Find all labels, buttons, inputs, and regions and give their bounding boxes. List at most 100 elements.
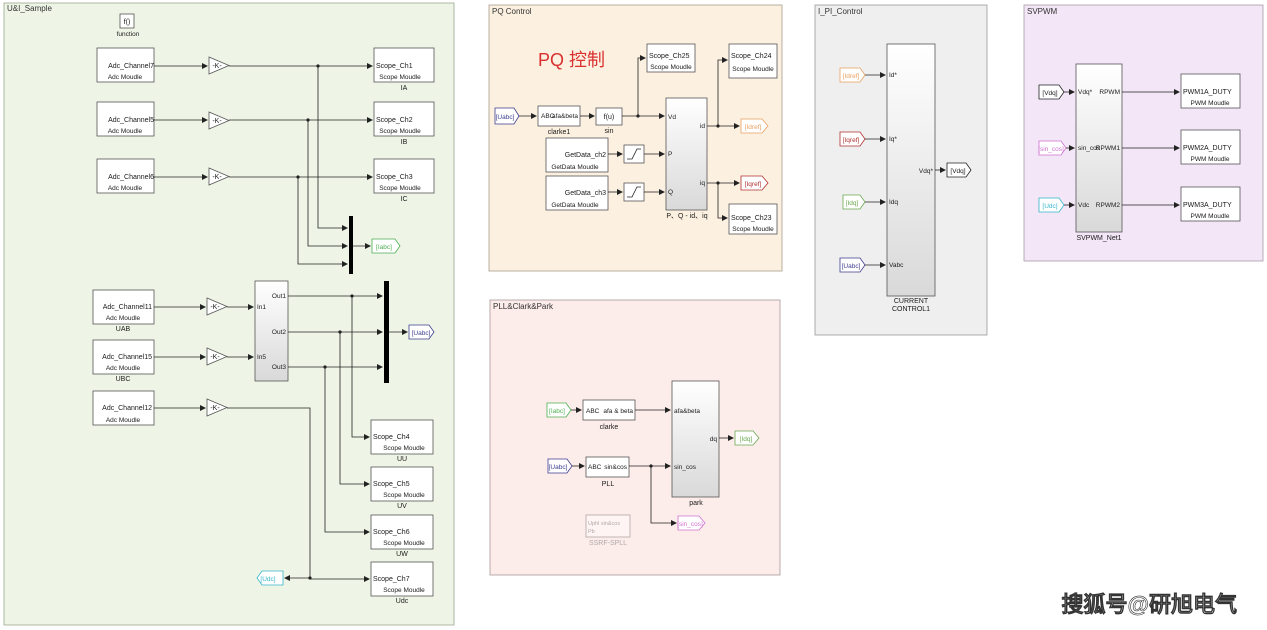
scope-ch2[interactable]: Scope_Ch2 Scope Moudle IB [373, 101, 435, 146]
pll-block[interactable]: ABC sin&cos PLL [585, 456, 630, 488]
pwm-name: PWM2A_DUTY [1183, 145, 1232, 152]
gain-uab[interactable]: -K- [206, 297, 229, 316]
pq-tag-idref-text: [Idref] [745, 124, 762, 131]
pq-clarke1[interactable]: ABC afa&beta clarke1 [537, 105, 581, 136]
scope-ch4[interactable]: Scope_Ch4 Scope Moudle UU [370, 419, 434, 463]
pll-tag-idq-shape [734, 430, 760, 446]
tag-uabc-text: [Uabc] [412, 330, 431, 337]
cc-port-vabc: Vabc [889, 262, 904, 269]
ssrf-spll-block[interactable]: Uphl sin&cos Pb SSRF-SPLL [585, 514, 631, 547]
svpwm-out-rpwm: RPWM [1099, 89, 1120, 96]
port-out1: Out1 [272, 293, 286, 300]
gain-label: -K- [212, 174, 222, 181]
pll-tag-iabc-from[interactable]: [Iabc] [546, 402, 572, 418]
pll-block-box [585, 456, 630, 478]
pll-tag-idq-goto[interactable]: [Idq] [734, 430, 760, 446]
pq-port-q: Q [668, 189, 673, 196]
scope-ch3[interactable]: Scope_Ch3 Scope Moudle IC [373, 158, 435, 203]
pq-fcn-sin[interactable]: f(u) sin [595, 107, 623, 135]
svpwm-net-block[interactable]: Vdq* sin_cos Vdc RPWM RPWM1 RPWM2 SVPWM_… [1075, 63, 1123, 242]
pwm2a-duty[interactable]: PWM2A_DUTY PWM Moudle [1180, 129, 1241, 165]
saturation-box [623, 144, 645, 164]
area-ipi-title: I_PI_Control [818, 7, 863, 16]
gain-ubc[interactable]: -K- [206, 347, 229, 366]
scope-type: Scope Moudle [383, 587, 425, 594]
gain-udc[interactable]: -K- [206, 398, 229, 417]
ipi-tag-shape [839, 67, 866, 83]
scope-type: Scope Moudle [732, 66, 774, 73]
current-control-block[interactable]: Id* Iq* Idq Vabc Vdq* CURRENT CONTROL1 [886, 43, 936, 313]
adc-block-ch15[interactable]: Adc_Channel15 Adc Moudle UBC [92, 339, 155, 383]
pq-getdata-ch2[interactable]: GetData_ch2 GetData Moudle [545, 137, 609, 173]
scope-name: Scope_Ch3 [376, 174, 413, 181]
svpwm-tag-udc-from[interactable]: [Udc] [1038, 197, 1065, 213]
svpwm-tag-shape [1038, 84, 1065, 100]
watermark-text: 搜狐号@研旭电气 [1062, 592, 1237, 617]
pq-calc-caption: P、Q - id、iq [666, 213, 707, 220]
pq-getdata-ch3[interactable]: GetData_ch3 GetData Moudle [545, 175, 609, 211]
scope-ch5[interactable]: Scope_Ch5 Scope Moudle UV [370, 466, 434, 510]
ipi-tag-iqref-from[interactable]: [Iqref] [839, 131, 866, 147]
gain-ib[interactable]: -K- [208, 111, 231, 130]
pq-scope-ch24[interactable]: Scope_Ch24 Scope Moudle [728, 43, 778, 79]
gain-triangle [208, 56, 231, 75]
tag-iabc-goto[interactable]: [Iabc] [371, 238, 401, 254]
adc-block-ch7[interactable]: Adc_Channel7 Adc Moudle [96, 47, 155, 83]
tag-udc-goto[interactable]: [Udc] [256, 570, 284, 586]
ssrf-line1: Uphl sin&cos [588, 521, 620, 527]
gain-triangle [206, 297, 229, 316]
pq-tag-uabc-from[interactable]: [Uabc] [494, 107, 520, 125]
ipi-tag-shape [839, 131, 866, 147]
pq-saturation-p[interactable] [623, 144, 645, 164]
scope-ch7[interactable]: Scope_Ch7 Scope Moudle Udc [370, 561, 434, 605]
park-block[interactable]: afa&beta sin_cos dq park [671, 380, 720, 507]
tag-uabc-goto[interactable]: [Uabc] [408, 324, 435, 340]
saturation-icon [627, 186, 641, 198]
scope-caption: Udc [396, 598, 409, 605]
pll-tag-sincos-goto[interactable]: [sin_cos] [677, 515, 706, 531]
park-port-out: dq [710, 436, 718, 443]
pq-port-vd: Vd [668, 114, 676, 121]
mux-voltage[interactable] [384, 281, 389, 383]
pq-saturation-q[interactable] [623, 182, 645, 202]
pll-clarke[interactable]: ABC afa & beta clarke [582, 399, 636, 431]
pq-tag-idref-goto[interactable]: [Idref] [740, 118, 769, 134]
adc-name: Adc_Channel5 [108, 117, 154, 124]
scope-name: Scope_Ch23 [731, 215, 772, 222]
park-block-box [671, 380, 720, 498]
ipi-tag-idref-from[interactable]: [Idref] [839, 67, 866, 83]
pq-scope-ch25[interactable]: Scope_Ch25 Scope Moudle [646, 43, 696, 73]
svpwm-tag-sincos-from[interactable]: [sin_cos] [1038, 140, 1067, 156]
scope-caption: IB [401, 139, 408, 146]
adc-block-ch12[interactable]: Adc_Channel12 Adc Moudle [92, 390, 155, 426]
gain-ic[interactable]: -K- [208, 167, 231, 186]
voltage-subsystem[interactable]: In1 In5 Out1 Out2 Out3 [254, 280, 289, 382]
cc-port-vdq: Vdq* [919, 168, 934, 175]
pll-tag-sincos-shape [677, 515, 706, 531]
gain-ia[interactable]: -K- [208, 56, 231, 75]
tag-udc-shape [256, 570, 284, 586]
adc-block-ch5[interactable]: Adc_Channel5 Adc Moudle [96, 101, 155, 137]
scope-type: Scope Moudle [383, 540, 425, 547]
ipi-tag-vdq-goto[interactable]: [Vdq] [946, 162, 972, 178]
pwm3a-duty[interactable]: PWM3A_DUTY PWM Moudle [1180, 186, 1241, 222]
ipi-tag-vdq-shape [946, 162, 972, 178]
pll-tag-sincos-text: [sin_cos] [677, 521, 703, 528]
ipi-tag-uabc-from[interactable]: [Uabc] [839, 257, 866, 273]
pll-tag-uabc-from[interactable]: [Uabc] [547, 458, 573, 474]
adc-block-box [92, 339, 155, 375]
function-block[interactable]: f() function [117, 13, 140, 38]
pq-fcn-caption: sin [605, 128, 614, 135]
pq-scope-ch23[interactable]: Scope_Ch23 Scope Moudle [728, 203, 778, 235]
svpwm-net-box [1075, 63, 1123, 233]
pwm1a-duty[interactable]: PWM1A_DUTY PWM Moudle [1180, 73, 1241, 109]
scope-ch1[interactable]: Scope_Ch1 Scope Moudle IA [373, 47, 435, 92]
pq-calc-block[interactable]: Vd P Q id iq P、Q - id、iq [665, 97, 708, 220]
ipi-tag-idq-from[interactable]: [Idq] [842, 194, 866, 210]
mux-current[interactable] [349, 216, 353, 274]
adc-block-ch6[interactable]: Adc_Channel6 Adc Moudle [96, 158, 155, 194]
svpwm-tag-vdq-from[interactable]: [Vdq] [1038, 84, 1065, 100]
scope-ch6[interactable]: Scope_Ch6 Scope Moudle UW [370, 514, 434, 558]
pq-tag-iqref-goto[interactable]: [Iqref] [740, 175, 769, 191]
scope-box [373, 101, 435, 137]
